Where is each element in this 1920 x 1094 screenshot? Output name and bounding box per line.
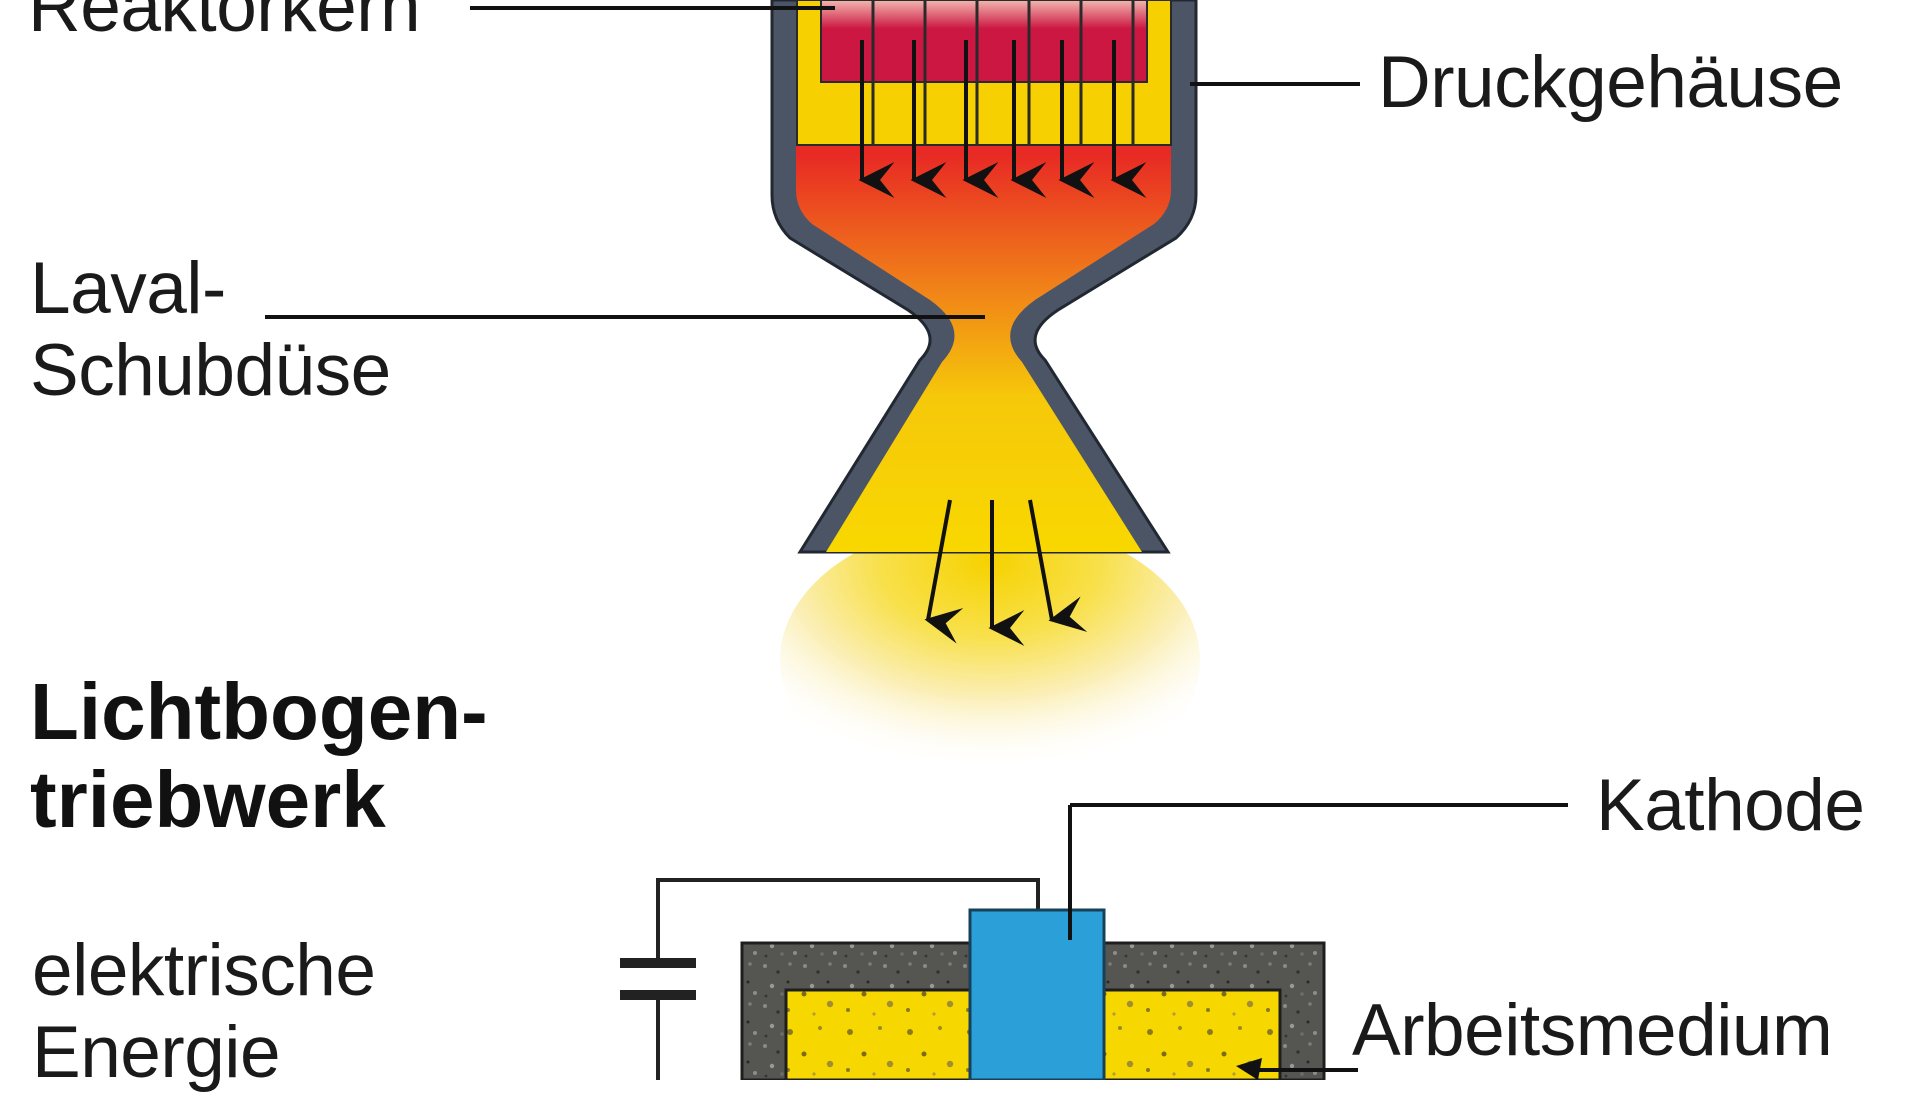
- leader-lines-bottom: [1068, 803, 1568, 1072]
- core-flow-arrows: [858, 40, 1147, 198]
- section-title-lichtbogentriebwerk: Lichtbogen- triebwerk: [30, 668, 488, 844]
- exhaust-arrows: [924, 499, 1088, 646]
- label-laval-schubduese: Laval- Schubdüse: [30, 248, 391, 412]
- arcjet-engine: [620, 803, 1568, 1080]
- circuit-wire: [656, 878, 1040, 958]
- fuel-block: [820, 0, 1148, 83]
- exhaust-plume: [780, 520, 1200, 800]
- label-elektrische-line1: elektrische: [32, 930, 376, 1011]
- leader-lines-top: [265, 6, 1360, 319]
- medium-arrow: [1236, 1058, 1262, 1080]
- capacitor-plate-bottom: [620, 990, 696, 1000]
- label-druckgehaeuse: Druckgehäuse: [1378, 42, 1843, 123]
- section-title-line1: Lichtbogen-: [30, 667, 488, 756]
- capacitor-plate-top: [620, 958, 696, 968]
- nuclear-engine: [265, 0, 1360, 800]
- label-elektrische-energie: elektrische Energie: [32, 930, 376, 1094]
- label-laval-line1: Laval-: [30, 248, 226, 329]
- label-kathode: Kathode: [1596, 765, 1865, 846]
- label-arbeitsmedium: Arbeitsmedium: [1352, 990, 1833, 1071]
- cathode-electrode: [968, 908, 1106, 1080]
- label-reaktorkern: Reaktorkern: [28, 0, 421, 47]
- section-title-line2: triebwerk: [30, 755, 386, 844]
- label-elektrische-line2: Energie: [32, 1012, 281, 1093]
- coolant-channels: [871, 0, 1135, 145]
- label-laval-line2: Schubdüse: [30, 330, 391, 411]
